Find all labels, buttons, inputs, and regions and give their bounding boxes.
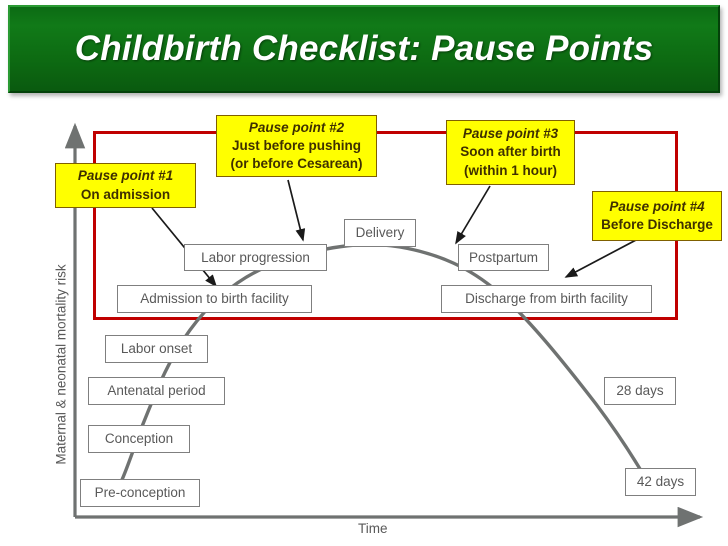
pause-point-4-title: Pause point #4 xyxy=(609,198,705,214)
page-title: Childbirth Checklist: Pause Points xyxy=(74,29,654,68)
process-box-discharge-from-birth-facility[interactable]: Discharge from birth facility xyxy=(441,285,652,313)
x-axis-label: Time xyxy=(358,521,388,536)
title-banner: Childbirth Checklist: Pause Points xyxy=(8,5,720,93)
process-box-labor-onset[interactable]: Labor onset xyxy=(105,335,208,363)
y-axis-label: Maternal & neonatal mortality risk xyxy=(53,264,69,465)
pause-point-3-title: Pause point #3 xyxy=(462,126,559,142)
process-box-admission-to-birth-facility[interactable]: Admission to birth facility xyxy=(117,285,312,313)
pause-point-3-line-1: Soon after birth xyxy=(460,144,561,160)
pause-point-2-title: Pause point #2 xyxy=(248,119,345,135)
pause-point-3-line-2: (within 1 hour) xyxy=(464,162,557,178)
pause-point-2-line-1: Just before pushing xyxy=(231,137,361,153)
pause-point-1-title: Pause point #1 xyxy=(77,168,174,184)
process-box-antenatal-period[interactable]: Antenatal period xyxy=(88,377,225,405)
pause-point-1-line-1: On admission xyxy=(80,186,171,202)
pause-point-4-box[interactable]: Pause point #4 Before Discharge xyxy=(592,191,722,241)
pause-point-2-box[interactable]: Pause point #2 Just before pushing (or b… xyxy=(216,115,377,177)
process-box-delivery[interactable]: Delivery xyxy=(344,219,416,247)
process-box-pre-conception[interactable]: Pre-conception xyxy=(80,479,200,507)
pause-point-3-box[interactable]: Pause point #3 Soon after birth (within … xyxy=(446,120,575,185)
process-box-conception[interactable]: Conception xyxy=(88,425,190,453)
process-box-42-days[interactable]: 42 days xyxy=(625,468,696,496)
process-box-postpartum[interactable]: Postpartum xyxy=(458,244,549,271)
process-box-28-days[interactable]: 28 days xyxy=(604,377,676,405)
pause-point-4-line-1: Before Discharge xyxy=(601,217,713,232)
pause-point-2-line-2: (or before Cesarean) xyxy=(230,156,363,172)
process-box-labor-progression[interactable]: Labor progression xyxy=(184,244,327,271)
pause-point-1-box[interactable]: Pause point #1 On admission xyxy=(55,163,196,208)
